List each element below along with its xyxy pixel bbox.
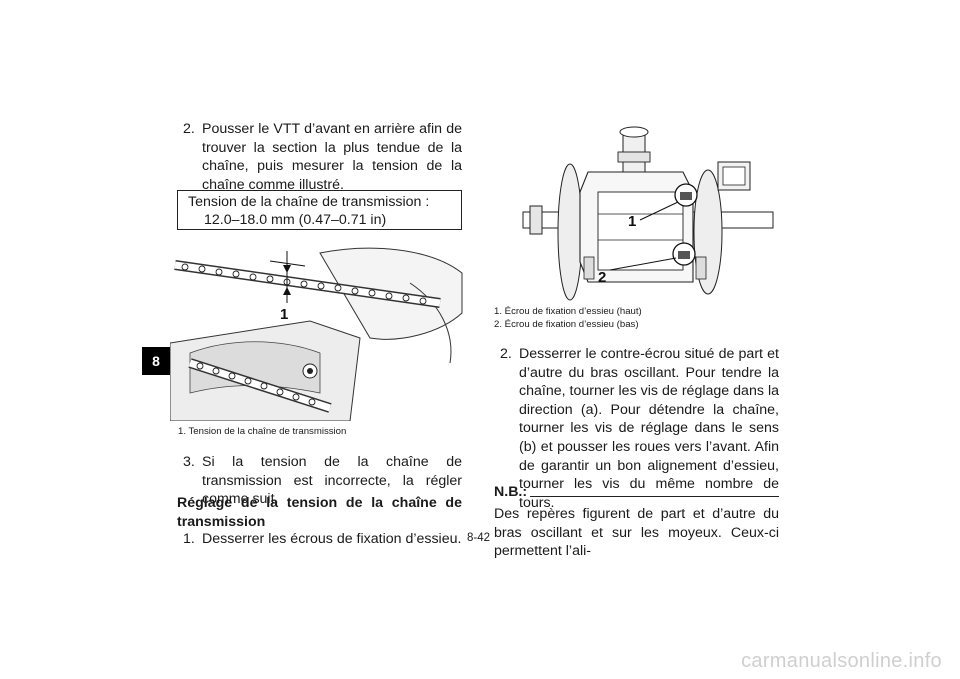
step-text: Desserrer les écrous de fixation d’essie…	[202, 531, 462, 547]
nb-text: Des repères figurent de part et d’autre …	[494, 506, 779, 560]
watermark: carmanualsonline.info	[741, 650, 942, 672]
figure-callout-2: 2	[598, 269, 606, 286]
spec-label: Tension de la chaîne de transmission :	[188, 194, 430, 210]
chain-tension-figure: 1	[170, 247, 463, 421]
axle-nut-figure: 1 2	[522, 126, 774, 301]
step-number: 2.	[183, 121, 195, 137]
step-number: 1.	[183, 531, 195, 547]
step-text: Pousser le VTT d’avant en arrière afin d…	[202, 121, 462, 193]
figure-callout: 1	[280, 306, 288, 323]
step-number: 2.	[500, 346, 512, 362]
caption-item: 1. Écrou de fixation d’essieu (haut)	[494, 306, 642, 317]
section-tab: 8	[142, 347, 170, 375]
right-figure-captions: 1. Écrou de fixation d’essieu (haut) 2. …	[494, 305, 779, 331]
step-text: Si la tension de la chaîne de transmissi…	[202, 454, 462, 508]
nb-label: N.B.:	[494, 484, 528, 500]
spec-value: 12.0–18.0 mm (0.47–0.71 in)	[204, 212, 387, 228]
left-step-3: 3. Si la tension de la chaîne de transmi…	[177, 453, 462, 507]
figure-callout-1: 1	[628, 213, 636, 230]
caption-item: 2. Écrou de fixation d’essieu (bas)	[494, 319, 639, 330]
spec-box: Tension de la chaîne de transmission : 1…	[177, 190, 462, 230]
nb-rule	[530, 496, 779, 497]
left-step-1: 1. Desserrer les écrous de fixation d’es…	[177, 530, 462, 550]
right-step-2: 2. Desserrer le contre-écrou situé de pa…	[494, 345, 779, 511]
left-figure-caption: 1. Tension de la chaîne de transmission	[178, 426, 347, 437]
step-text: Desserrer le contre-écrou situé de part …	[519, 346, 779, 511]
nb-header: N.B.:	[494, 484, 779, 502]
page-number: 8-42	[467, 532, 491, 544]
left-step-2: 2. Pousser le VTT d’avant en arrière afi…	[177, 120, 462, 195]
section-heading: Réglage de la tension de la chaîne de tr…	[177, 495, 462, 530]
step-number: 3.	[183, 454, 195, 470]
